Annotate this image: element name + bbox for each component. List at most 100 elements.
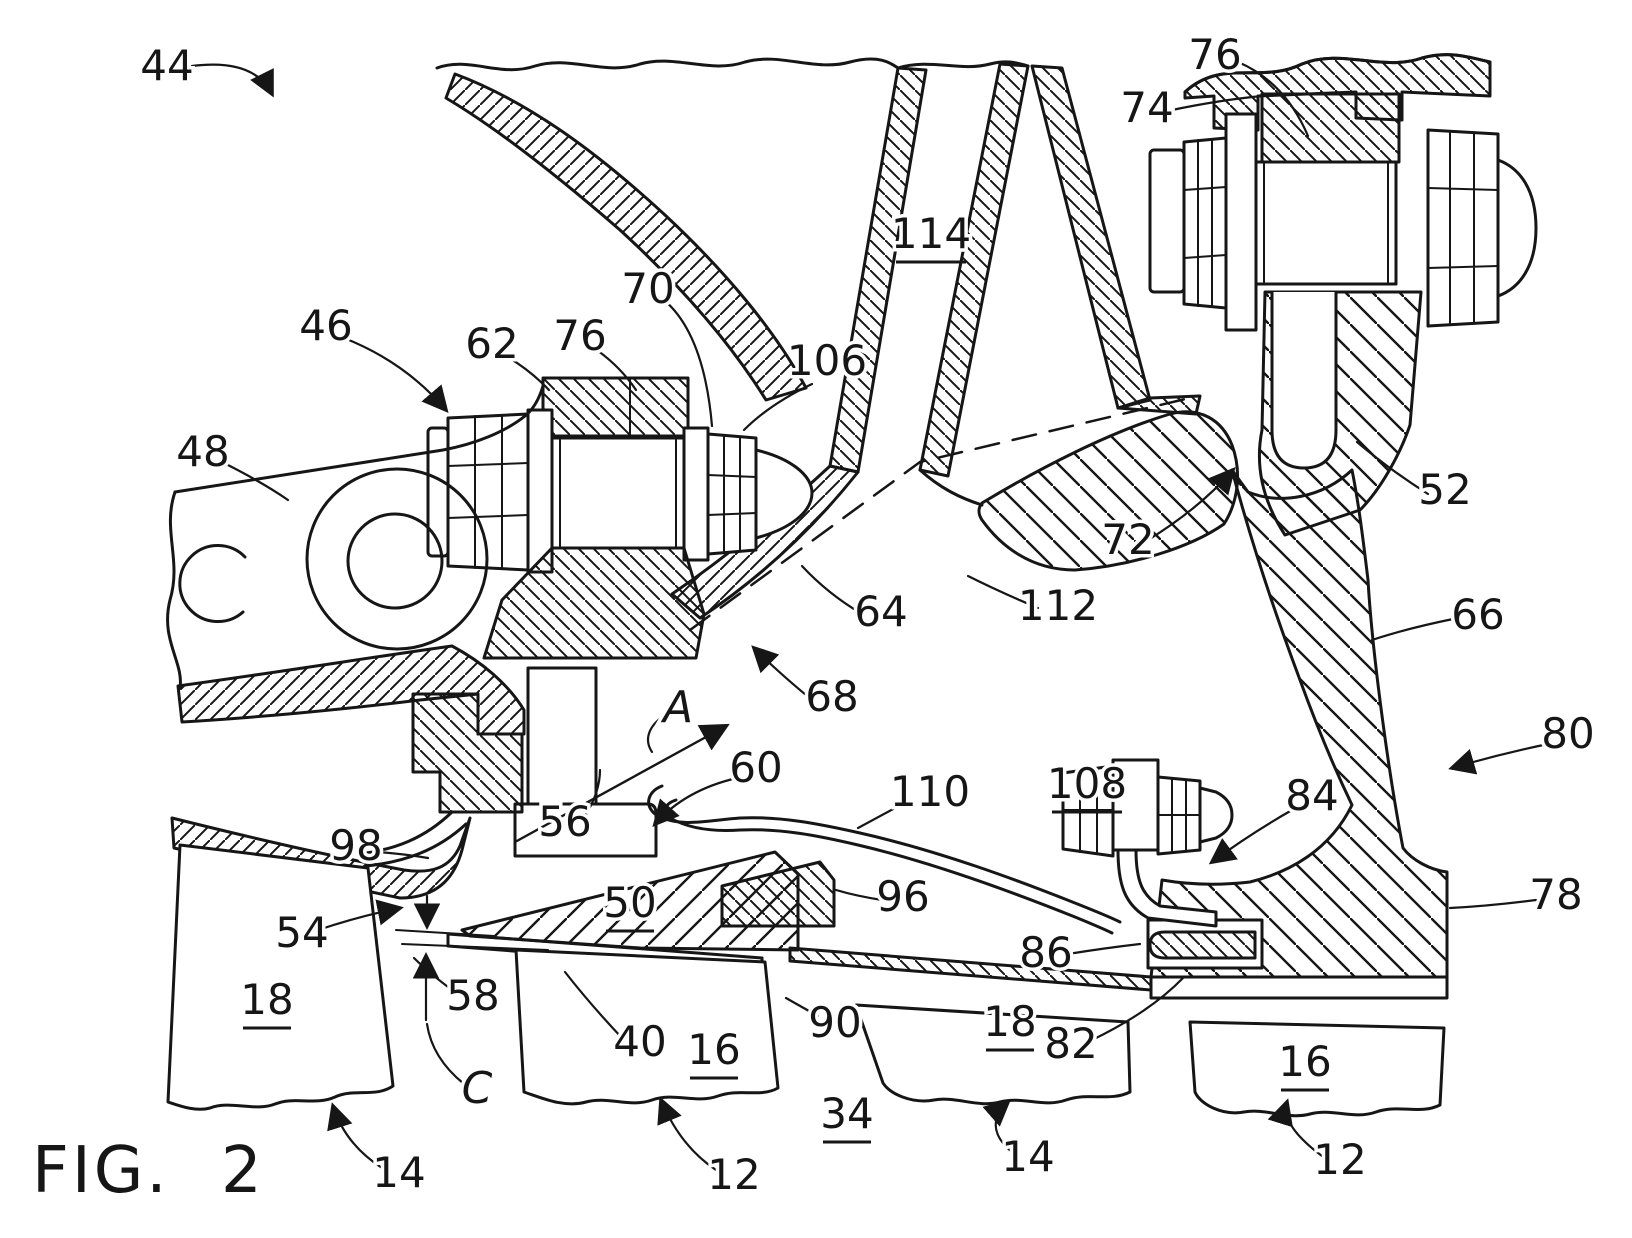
seal-block-96 bbox=[720, 860, 836, 928]
right-bolt-end-cap bbox=[1148, 148, 1186, 294]
ref-label-16-left: 16 bbox=[687, 1025, 740, 1074]
leader-54 bbox=[316, 899, 404, 932]
ref-label-44: 44 bbox=[140, 41, 193, 90]
left-bolt-sleeve-lines bbox=[559, 437, 677, 549]
ref-label-72: 72 bbox=[1101, 515, 1154, 564]
leader-74 bbox=[1170, 94, 1264, 112]
left-bolt-lug bbox=[541, 376, 690, 438]
ref-label-82: 82 bbox=[1044, 1019, 1097, 1068]
leader-106 bbox=[742, 382, 814, 432]
leader-76-top bbox=[1236, 60, 1310, 138]
leader-60 bbox=[652, 776, 739, 827]
right-bolt-right-nut bbox=[1426, 128, 1500, 328]
clevis-eye-outer bbox=[305, 467, 489, 651]
bracket-web-slot bbox=[1270, 290, 1338, 470]
ref-label-106: 106 bbox=[787, 336, 867, 385]
ref-label-A: A bbox=[660, 682, 693, 733]
leader-C bbox=[425, 1022, 466, 1086]
leader-48 bbox=[220, 460, 290, 502]
nozzle-strut-and-flange bbox=[1149, 468, 1449, 979]
ref-label-98: 98 bbox=[329, 821, 382, 870]
ref-label-34: 34 bbox=[820, 1089, 873, 1138]
leader-14-right bbox=[982, 1099, 1014, 1154]
ref-label-76-top: 76 bbox=[1188, 30, 1241, 79]
figure-caption: FIG. 2 bbox=[32, 1134, 265, 1208]
cooling-lip-curve-outer bbox=[356, 810, 454, 856]
ref-label-76-left: 76 bbox=[553, 311, 606, 360]
ref-label-56: 56 bbox=[538, 797, 591, 846]
right-bolt-tip-cone bbox=[1496, 158, 1538, 298]
leader-lines bbox=[190, 60, 1550, 1172]
ref-label-C: C bbox=[462, 1063, 493, 1114]
flow-arrow-A bbox=[513, 723, 730, 844]
ref-label-108: 108 bbox=[1047, 759, 1127, 808]
flow-arrow-A-hook bbox=[647, 713, 667, 754]
ref-label-52: 52 bbox=[1418, 465, 1471, 514]
leader-14-left bbox=[327, 1102, 384, 1170]
leader-96 bbox=[834, 888, 884, 902]
leader-90 bbox=[784, 996, 820, 1018]
ref-label-14-left: 14 bbox=[372, 1148, 425, 1197]
right-bolt-sleeve-lines bbox=[1263, 161, 1389, 285]
leader-56 bbox=[583, 768, 602, 818]
fishmouth-lower-jaw bbox=[977, 410, 1240, 572]
engine-centerline-dashed bbox=[688, 394, 1200, 632]
left-bolt-right-nut bbox=[706, 432, 758, 556]
leader-46 bbox=[342, 336, 449, 414]
support-web bbox=[526, 666, 598, 810]
ref-label-18-right: 18 bbox=[983, 997, 1036, 1046]
ref-label-12-left: 12 bbox=[707, 1150, 760, 1199]
ref-label-50: 50 bbox=[603, 878, 656, 927]
ref-label-86: 86 bbox=[1019, 928, 1072, 977]
platform-18-left bbox=[166, 843, 395, 1111]
leader-72 bbox=[1146, 467, 1236, 542]
ref-label-110: 110 bbox=[890, 767, 970, 816]
left-bolt-end-cap bbox=[426, 426, 450, 558]
reference-labels: 44 76 74 114 70 46 62 76 106 48 52 72 11… bbox=[137, 27, 1598, 1203]
leader-112 bbox=[966, 574, 1040, 610]
left-bolt-washer-left bbox=[526, 408, 554, 574]
leader-80 bbox=[1448, 742, 1550, 775]
clevis-eye-inner bbox=[346, 512, 444, 610]
right-bolt-left-nut-knurl bbox=[1183, 138, 1227, 308]
duct-wall-left bbox=[828, 66, 928, 474]
left-bolt-left-nut-knurl bbox=[447, 414, 529, 570]
left-break-edge bbox=[166, 490, 182, 690]
ref-label-70: 70 bbox=[621, 264, 674, 313]
leader-64 bbox=[800, 564, 864, 616]
small-bolt-bracket-strip bbox=[1116, 848, 1218, 928]
leader-12-right bbox=[1267, 1098, 1324, 1158]
leader-70 bbox=[662, 298, 714, 428]
ref-label-64: 64 bbox=[854, 587, 907, 636]
shroud-strip-40-top bbox=[446, 932, 764, 960]
ref-label-90: 90 bbox=[808, 998, 861, 1047]
ref-label-66: 66 bbox=[1451, 590, 1504, 639]
leader-40 bbox=[563, 970, 624, 1040]
leader-68 bbox=[751, 645, 814, 702]
leader-76-left bbox=[592, 346, 638, 392]
ref-label-78: 78 bbox=[1529, 870, 1582, 919]
leader-84 bbox=[1208, 808, 1294, 865]
arm-lower-band bbox=[176, 644, 526, 736]
right-bolt-right-nut-knurl bbox=[1427, 130, 1499, 326]
platform-16-right bbox=[1188, 1020, 1446, 1118]
arm-top-edge bbox=[173, 384, 545, 494]
ref-label-40: 40 bbox=[613, 1017, 666, 1066]
ref-label-48: 48 bbox=[176, 427, 229, 476]
support-pedestal bbox=[482, 546, 706, 660]
leader-62 bbox=[504, 354, 551, 392]
duct-wall-right bbox=[918, 62, 1030, 478]
ref-label-96: 96 bbox=[876, 872, 929, 921]
ref-label-14-right: 14 bbox=[1001, 1132, 1054, 1181]
right-bolt-washer bbox=[1224, 112, 1258, 332]
right-bolt-left-nut bbox=[1182, 136, 1228, 310]
ref-label-112: 112 bbox=[1018, 581, 1098, 630]
flange-seal-finger bbox=[1148, 930, 1257, 960]
small-bolt-right-nut-knurl bbox=[1157, 777, 1201, 854]
leader-110 bbox=[856, 798, 912, 830]
ref-label-62: 62 bbox=[465, 319, 518, 368]
leader-98 bbox=[376, 850, 430, 860]
top-break-line bbox=[435, 57, 1030, 72]
ref-label-58: 58 bbox=[446, 971, 499, 1020]
